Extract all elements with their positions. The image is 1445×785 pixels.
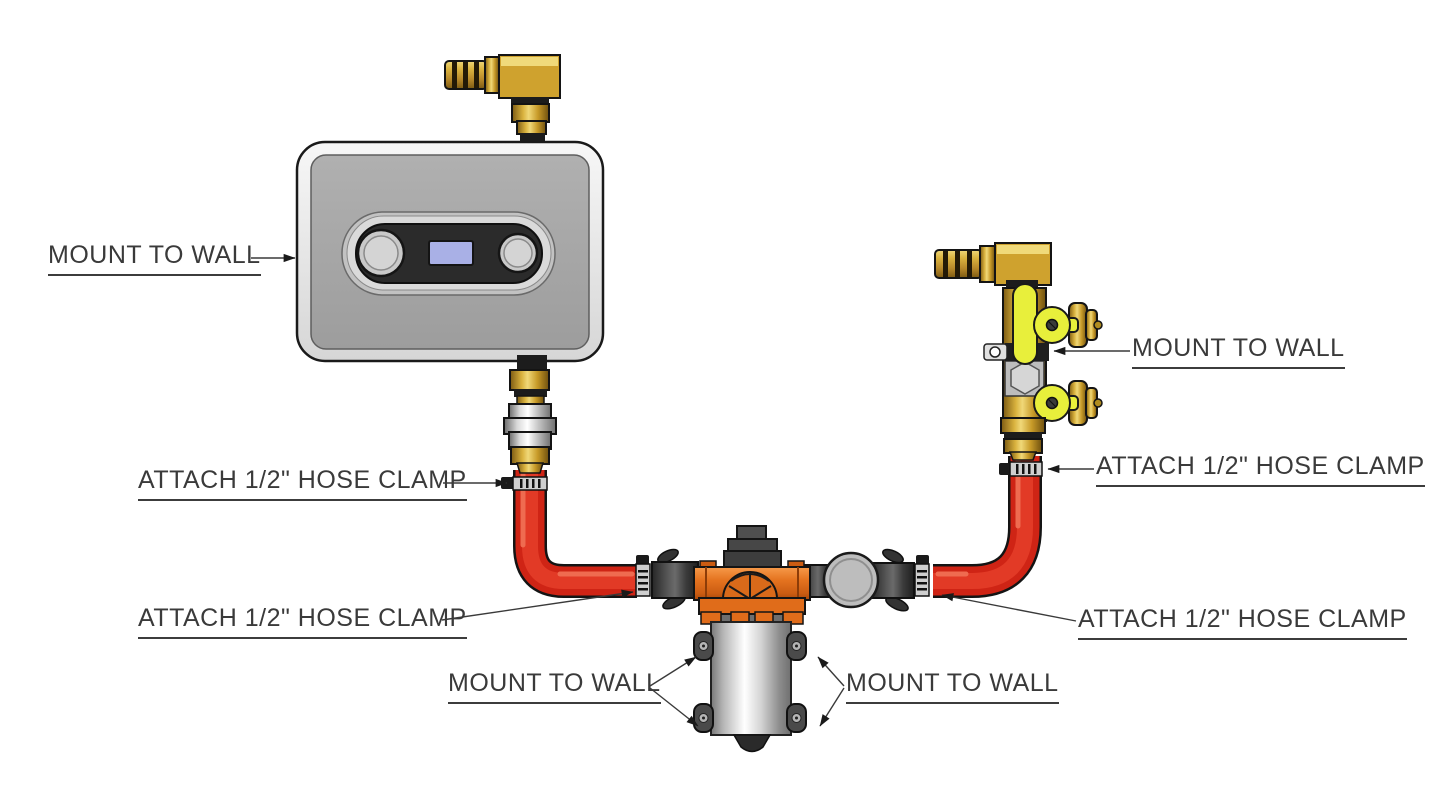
heater-outlet-fittings xyxy=(503,355,557,474)
strainer xyxy=(822,551,880,609)
manifold-side-valve-lower xyxy=(1033,380,1103,426)
heater-inlet-elbow-fitting xyxy=(444,54,561,143)
hose-clamp-lower-right xyxy=(914,555,930,597)
callout-pump-mount-left: MOUNT TO WALL xyxy=(448,668,661,705)
lcd-display xyxy=(428,240,474,266)
arrow-pump-foot-upper-right xyxy=(817,656,845,687)
arrow-pump-foot-lower-left xyxy=(649,687,699,727)
callout-heater-mount: MOUNT TO WALL xyxy=(48,240,261,277)
callout-manifold-mount: MOUNT TO WALL xyxy=(1132,333,1345,370)
hose-clamp-upper-right xyxy=(999,461,1043,477)
callout-clamp-upper-right: ATTACH 1/2" HOSE CLAMP xyxy=(1096,451,1425,488)
hose-clamp-lower-left xyxy=(635,555,651,597)
arrow-clamp-lower-left xyxy=(441,589,634,621)
pump-motor xyxy=(710,621,792,736)
manifold-hex-nut xyxy=(1010,361,1040,395)
pump-inlet-swivel-fitting xyxy=(651,548,699,610)
water-heater-unit xyxy=(295,140,605,363)
left-hose xyxy=(513,469,637,598)
arrow-pump-foot-lower-right xyxy=(819,687,845,727)
callout-clamp-lower-left: ATTACH 1/2" HOSE CLAMP xyxy=(138,603,467,640)
pump-head xyxy=(693,560,811,625)
manifold-outlet-fittings xyxy=(1000,417,1046,461)
pump-mounting-feet xyxy=(693,631,807,733)
callout-pump-mount-right: MOUNT TO WALL xyxy=(846,668,1059,705)
callout-clamp-lower-right: ATTACH 1/2" HOSE CLAMP xyxy=(1078,604,1407,641)
manifold-mount-tab xyxy=(983,343,1008,361)
manifold-side-valve-upper xyxy=(1033,302,1103,348)
manifold-valve-assembly xyxy=(934,242,1103,461)
hose-clamp-upper-left xyxy=(501,476,548,491)
right-hose xyxy=(933,456,1042,598)
motor-end-cap xyxy=(732,734,772,753)
callout-clamp-upper-left: ATTACH 1/2" HOSE CLAMP xyxy=(138,465,467,502)
arrow-pump-foot-upper-left xyxy=(649,656,697,687)
pump xyxy=(693,525,811,753)
callout-arrows xyxy=(251,253,1130,727)
pump-electrical-connector xyxy=(723,525,782,571)
arrow-clamp-lower-right xyxy=(941,593,1077,622)
manifold-inlet-elbow-fitting xyxy=(934,242,1052,286)
